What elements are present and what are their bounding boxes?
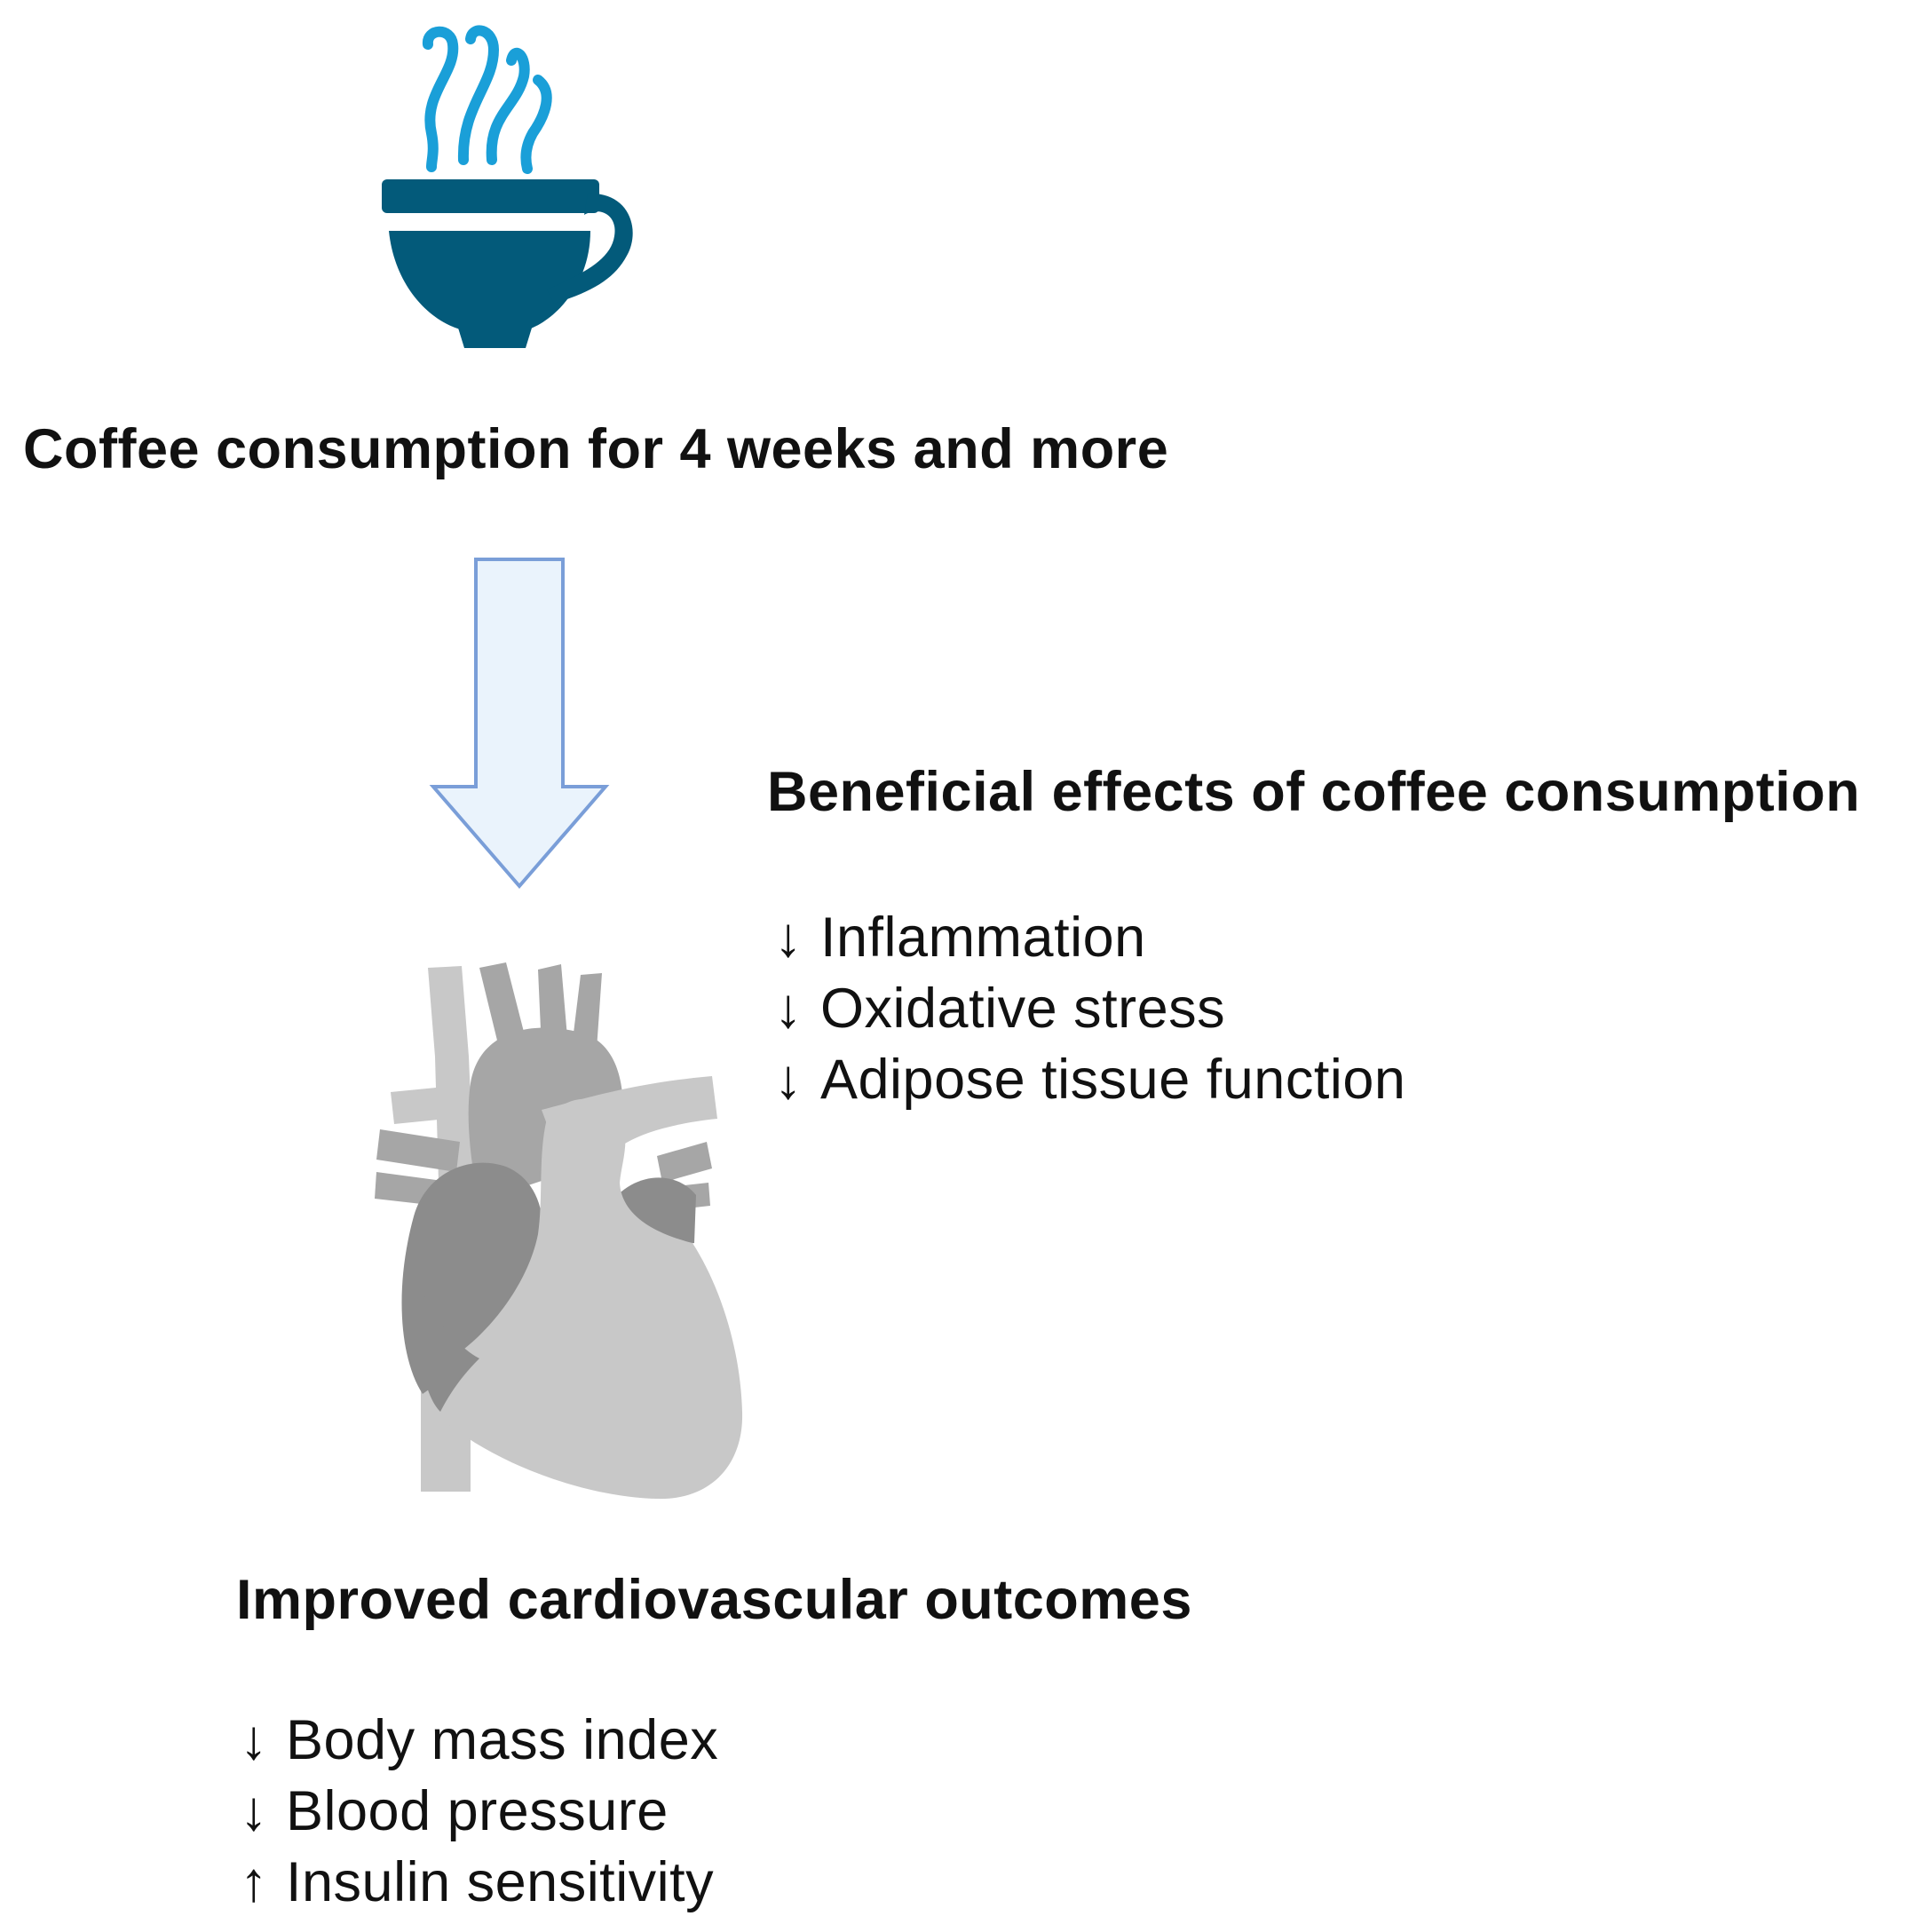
- list-item: ↓ Oxidative stress: [774, 973, 1405, 1044]
- list-item: ↑ Insulin sensitivity: [240, 1847, 718, 1918]
- ventricle-shade: [418, 1287, 479, 1412]
- outcomes-heading: Improved cardiovascular outcomes: [236, 1569, 1192, 1631]
- outcome-label: Blood pressure: [286, 1780, 669, 1842]
- ventricles: [438, 1098, 743, 1500]
- coffee-cup-icon: [382, 25, 633, 348]
- effects-list: ↓ Inflammation ↓ Oxidative stress ↓ Adipose…: [774, 902, 1405, 1115]
- steam-line: [423, 26, 459, 172]
- heart-icon: [375, 962, 743, 1500]
- steam-line: [457, 25, 500, 165]
- list-item: ↓ Inflammation: [774, 902, 1405, 973]
- effects-heading: Beneficial effects of coffee consumption: [767, 761, 1861, 823]
- outcome-label: Insulin sensitivity: [286, 1851, 715, 1913]
- decrease-arrow-icon: ↓: [774, 978, 803, 1040]
- cup-foot: [457, 325, 533, 348]
- decrease-arrow-icon: ↓: [774, 1049, 803, 1111]
- pulmonary-vein: [391, 1085, 465, 1124]
- effect-label: Inflammation: [820, 907, 1146, 969]
- outcome-label: Body mass index: [286, 1709, 719, 1771]
- steam-line: [486, 47, 530, 165]
- superior-vena-cava: [428, 966, 474, 1183]
- effect-label: Adipose tissue function: [820, 1049, 1406, 1111]
- list-item: ↓ Body mass index: [240, 1705, 718, 1776]
- decrease-arrow-icon: ↓: [240, 1709, 268, 1771]
- list-item: ↓ Adipose tissue function: [774, 1044, 1405, 1115]
- aortic-branch: [479, 962, 526, 1048]
- cup-body: [389, 231, 590, 330]
- aortic-branch: [572, 973, 602, 1049]
- pulmonary-vein: [376, 1129, 460, 1172]
- increase-arrow-icon: ↑: [240, 1851, 268, 1913]
- outcomes-list: ↓ Body mass index ↓ Blood pressure ↑ Insuli…: [240, 1705, 718, 1918]
- intake-heading: Coffee consumption for 4 weeks and more: [23, 418, 1169, 480]
- down-arrow-icon: [429, 558, 610, 890]
- decrease-arrow-icon: ↓: [240, 1780, 268, 1842]
- decrease-arrow-icon: ↓: [774, 907, 803, 969]
- cup-handle: [547, 193, 633, 304]
- cup-rim: [382, 179, 599, 213]
- list-item: ↓ Blood pressure: [240, 1776, 718, 1847]
- effect-label: Oxidative stress: [820, 978, 1226, 1040]
- steam-line: [520, 75, 552, 174]
- pulmonary-vein: [657, 1142, 712, 1183]
